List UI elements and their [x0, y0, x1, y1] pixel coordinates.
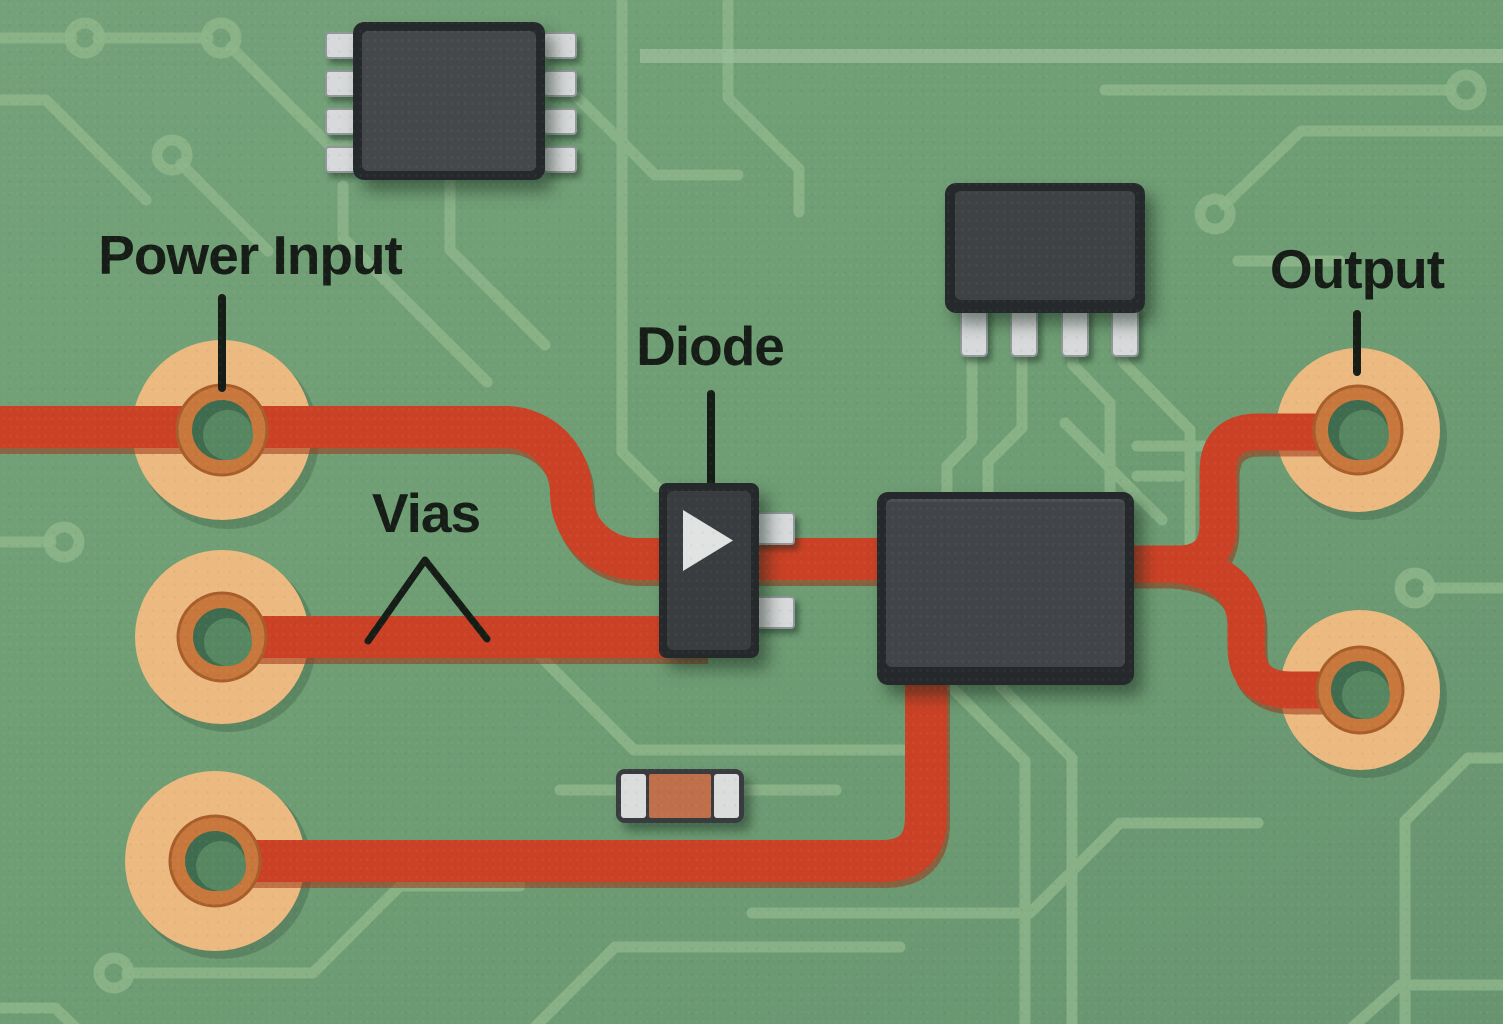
- diode-face: [667, 491, 751, 650]
- sot-pin: [1061, 306, 1089, 357]
- via-pad-bottom-ring: [168, 814, 262, 908]
- soic8-pin: [543, 108, 577, 135]
- copper-trace-bottom: [220, 678, 947, 882]
- label-vias: Vias: [371, 482, 481, 544]
- copper-trace-power: [0, 406, 882, 580]
- via-pad-output-upper-ring: [1312, 384, 1404, 476]
- resistor-end-cap: [714, 774, 739, 818]
- sot-pin: [1010, 306, 1038, 357]
- sot-transistor: [945, 183, 1145, 313]
- copper-trace-output-lower: [1150, 545, 1358, 709]
- sot-pin: [1111, 306, 1139, 357]
- soic8-pin: [543, 70, 577, 97]
- soic8-pin: [543, 146, 577, 173]
- label-output: Output: [1269, 238, 1445, 300]
- silkscreen-via-rings: [43, 17, 1487, 994]
- soic8-chip: [353, 22, 545, 180]
- diode-pin: [753, 596, 795, 629]
- main-ic-chip-face: [886, 499, 1125, 667]
- leader-caret-vias: [364, 556, 491, 645]
- main-ic-chip: [877, 492, 1134, 685]
- sot-pin: [960, 306, 988, 357]
- via-pad-middle-ring: [176, 591, 268, 683]
- resistor-body: [649, 774, 711, 818]
- soic8-chip-face: [362, 31, 536, 171]
- via-pad-power-input-ring: [175, 383, 269, 477]
- diode-pin: [753, 512, 795, 545]
- smd-resistor: [616, 769, 744, 823]
- annotation-leader-lines: [218, 294, 1361, 645]
- label-power-input: Power Input: [98, 224, 403, 286]
- resistor-end-cap: [621, 774, 646, 818]
- copper-traces: [0, 406, 1358, 882]
- label-diode: Diode: [636, 315, 785, 377]
- via-pad-output-lower-ring: [1315, 645, 1405, 735]
- diode-component: [659, 483, 759, 658]
- sot-transistor-face: [955, 191, 1135, 300]
- via-pad-rings: [168, 383, 1405, 908]
- soic8-pin: [543, 32, 577, 59]
